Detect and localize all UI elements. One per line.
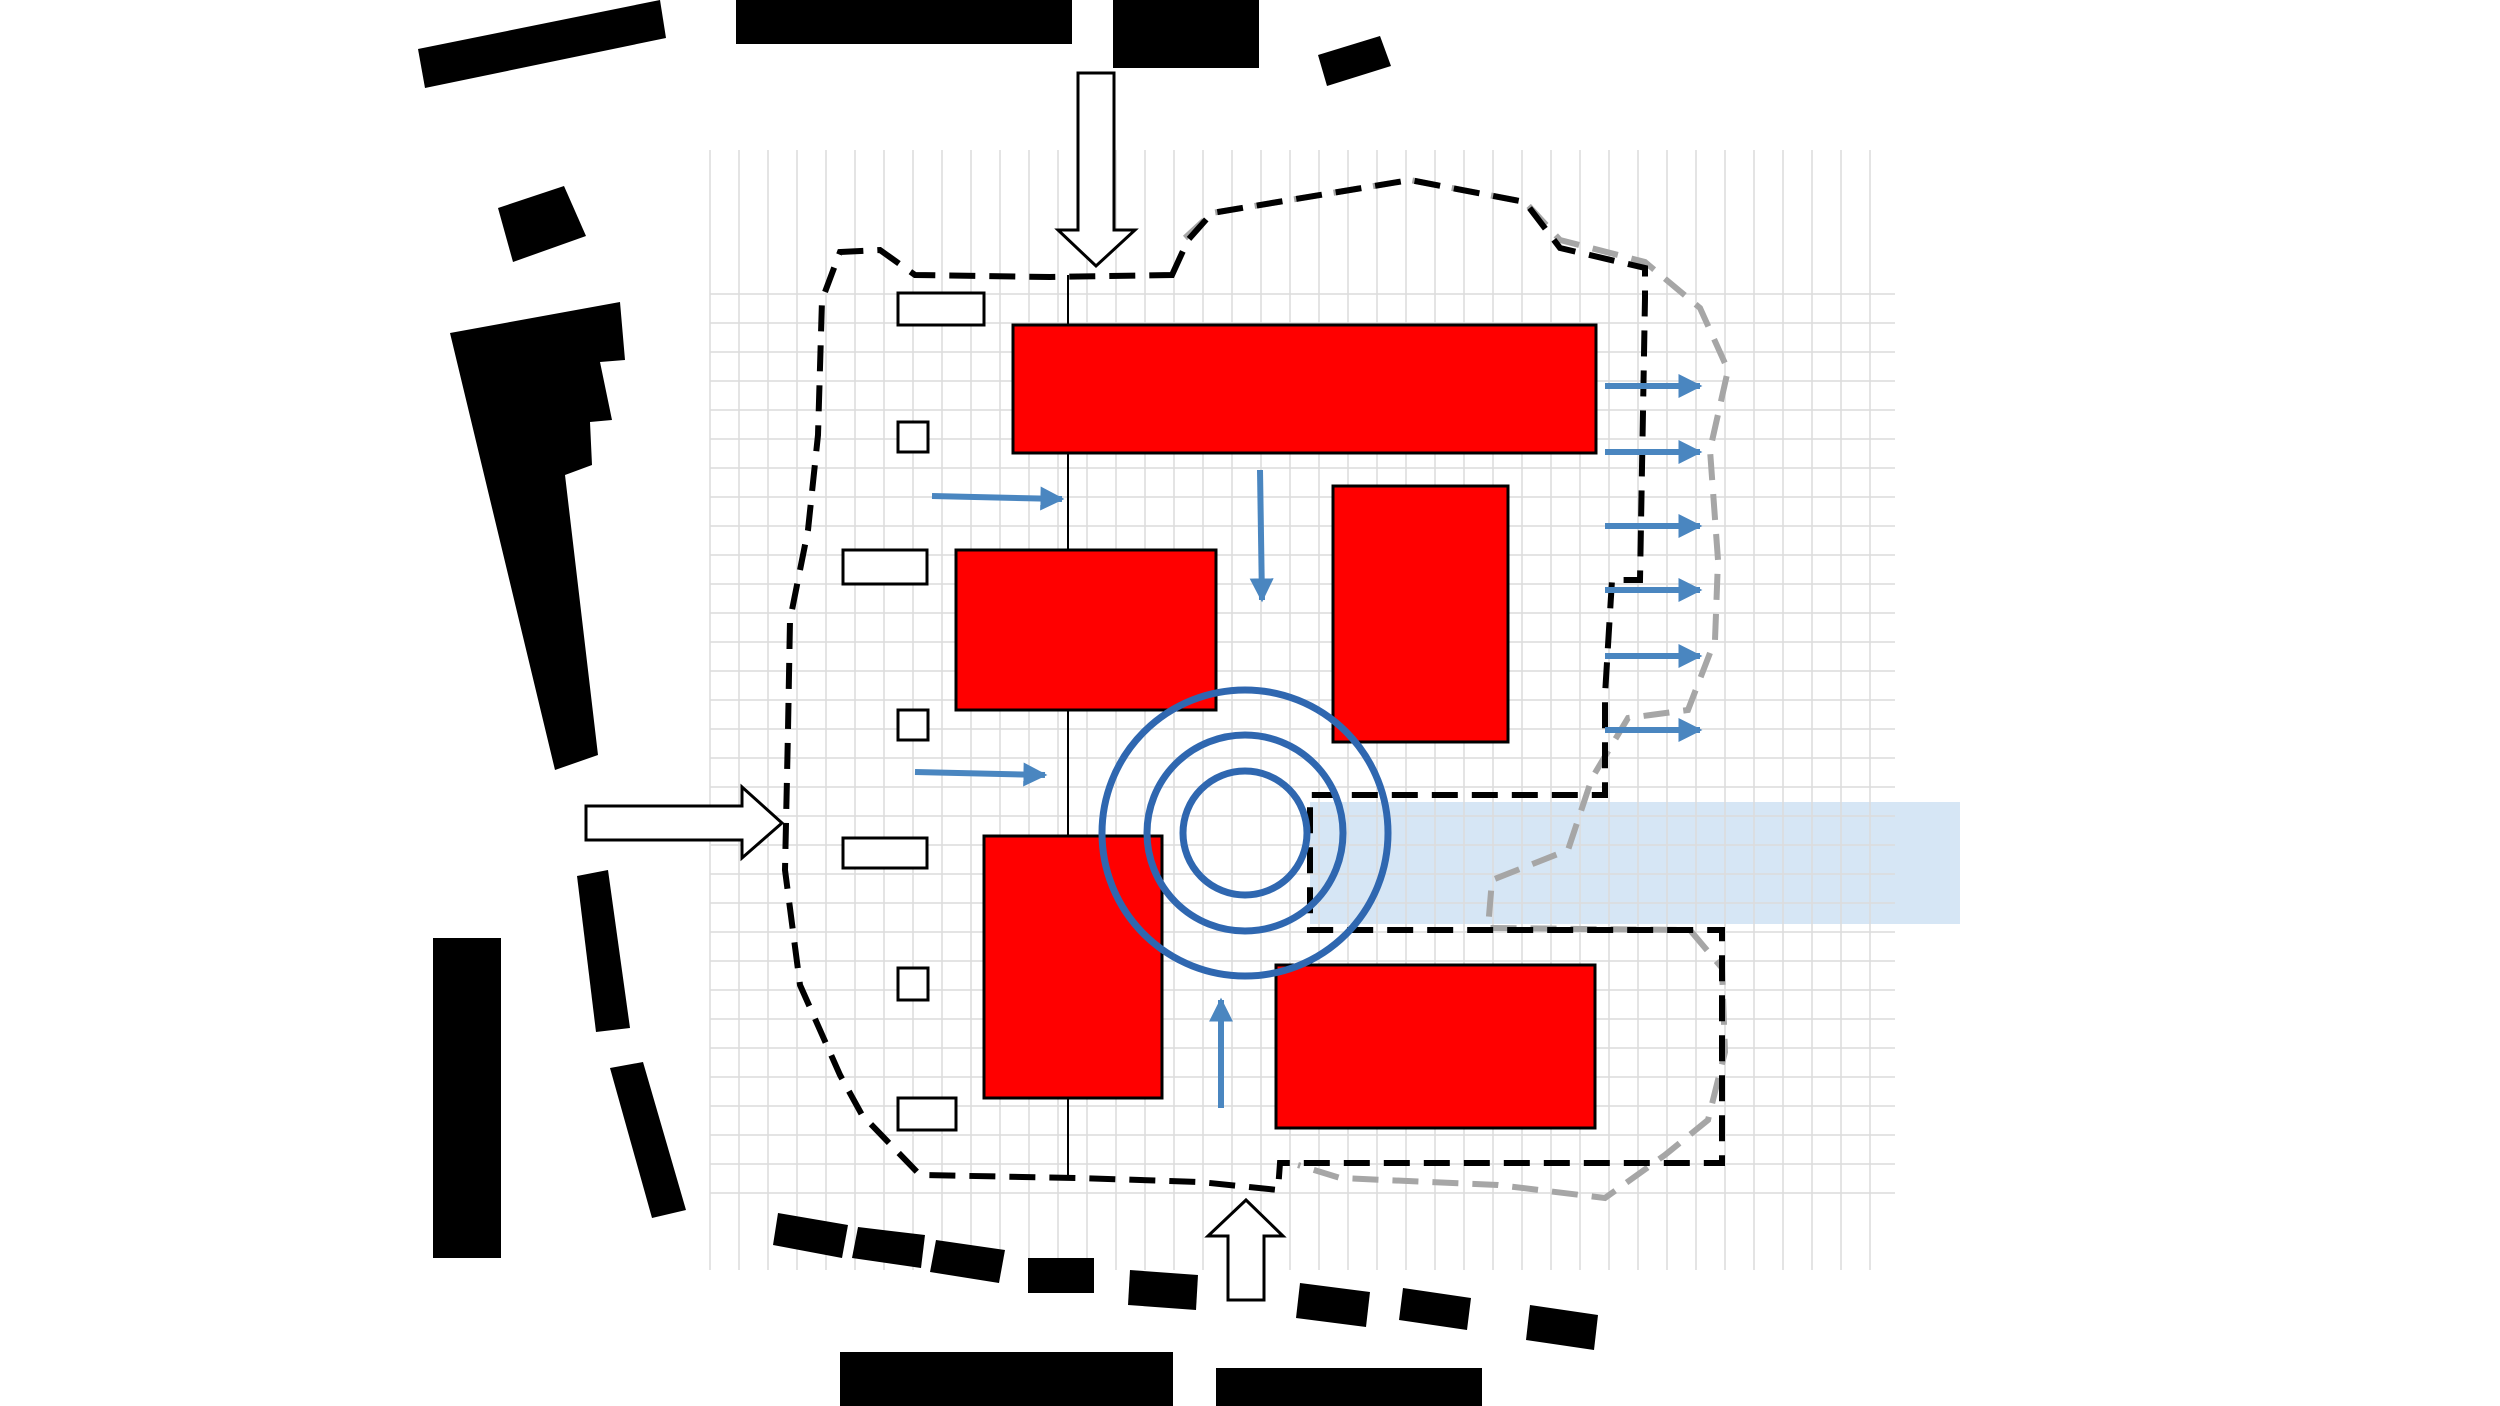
context-building (418, 0, 666, 88)
context-building (1028, 1258, 1094, 1293)
context-building (1526, 1305, 1598, 1350)
focal-ring-outer (1098, 686, 1392, 980)
marker (896, 291, 986, 327)
proposed-building (954, 548, 1218, 712)
proposed-building (1011, 323, 1598, 455)
context-building (736, 0, 1072, 44)
focal-ring-inner (1179, 767, 1311, 899)
access-arrows (584, 71, 1287, 1302)
marker (896, 966, 930, 1002)
focal-rings (1098, 686, 1392, 980)
flow-arrow-east (914, 762, 1048, 787)
context-building (1399, 1288, 1471, 1330)
context-building (852, 1227, 925, 1268)
context-building (1216, 1368, 1482, 1406)
context-building (450, 302, 625, 770)
context-building (930, 1240, 1005, 1283)
proposed-building (982, 834, 1164, 1100)
context-building (1113, 0, 1259, 68)
context-building (773, 1213, 848, 1258)
proposed-building (1331, 484, 1510, 744)
context-building (498, 186, 586, 262)
context-building (433, 938, 501, 1258)
flow-arrows (914, 374, 1703, 1108)
site-boundary-outer (781, 176, 1725, 1194)
access-arrow-south (1204, 1197, 1287, 1302)
context-building (1318, 36, 1391, 86)
view-corridor (1310, 802, 1960, 924)
proposed-buildings (954, 323, 1598, 1130)
marker (896, 1096, 958, 1132)
proposed-building (1274, 963, 1597, 1130)
access-arrow-west (584, 783, 785, 862)
access-arrow-north (1054, 71, 1139, 269)
marker (896, 708, 930, 742)
context-buildings (418, 0, 1598, 1406)
marker (841, 836, 929, 870)
flow-arrow-south (1249, 469, 1274, 603)
context-building (1296, 1283, 1370, 1327)
small-markers (841, 291, 986, 1132)
context-building (840, 1352, 1173, 1406)
context-building (610, 1062, 686, 1218)
context-building (1128, 1270, 1198, 1310)
focal-ring-middle (1143, 731, 1347, 935)
flow-arrow-east (931, 486, 1065, 511)
marker (841, 548, 929, 586)
marker (896, 420, 930, 454)
context-building (577, 870, 630, 1032)
